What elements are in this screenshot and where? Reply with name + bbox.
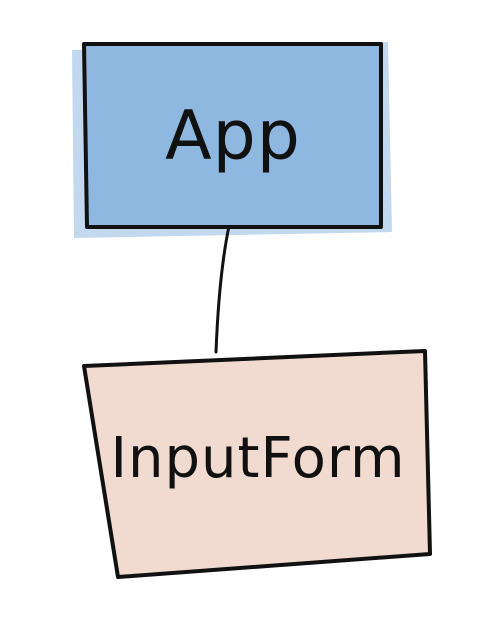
- inputform-node-label: InputForm: [110, 426, 405, 491]
- app-node-label: App: [165, 97, 301, 176]
- app-node: App: [82, 42, 383, 229]
- edge-app-to-inputform: [214, 224, 231, 354]
- app-node-box: [82, 42, 383, 229]
- inputform-node-box: [82, 349, 432, 579]
- inputform-node: InputForm: [82, 349, 432, 579]
